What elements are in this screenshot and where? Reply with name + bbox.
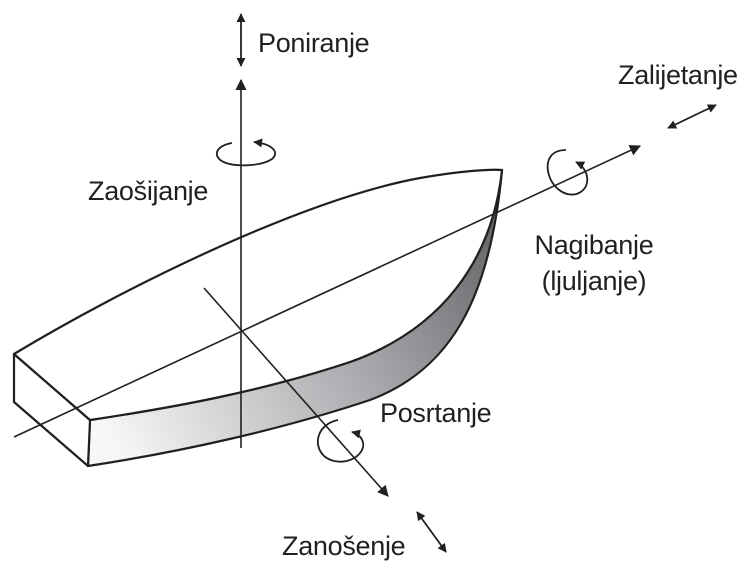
roll-label-line2: (ljuljanje) xyxy=(541,266,647,296)
hull-deck xyxy=(12,168,504,422)
sway-arrow-icon xyxy=(416,511,447,553)
roll-label-line1: Nagibanje xyxy=(534,230,654,260)
pitch-label: Posrtanje xyxy=(380,398,492,428)
surge-label: Zalijetanje xyxy=(618,60,738,90)
sway-label: Zanošenje xyxy=(282,531,406,561)
transverse-axis xyxy=(203,287,389,497)
longitudinal-axis xyxy=(13,145,642,438)
yaw-rotation-icon xyxy=(216,138,276,167)
roll-rotation-icon xyxy=(546,149,589,196)
surge-arrow-icon xyxy=(667,104,717,129)
pitch-rotation-icon xyxy=(316,419,365,463)
heave-label: Poniranje xyxy=(258,28,370,58)
yaw-label: Zaošijanje xyxy=(88,176,209,206)
